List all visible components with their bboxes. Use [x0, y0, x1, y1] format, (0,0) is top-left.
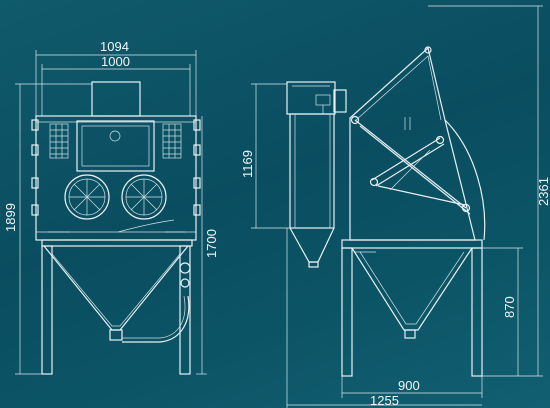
- front-leg-right: [179, 245, 191, 375]
- dim-870: 870: [502, 296, 517, 318]
- viewing-window: [76, 120, 155, 172]
- side-dimensions: [251, 5, 543, 408]
- front-view: [31, 81, 201, 375]
- right-glove-port: [121, 174, 167, 220]
- side-hopper: [351, 247, 473, 331]
- side-cabinet-body: [289, 113, 335, 229]
- dim-2361: 2361: [536, 177, 550, 206]
- dim-900: 900: [398, 378, 420, 393]
- dim-1700: 1700: [204, 229, 219, 258]
- support-arm-lower: [377, 185, 466, 206]
- side-cone: [289, 227, 335, 263]
- right-vent-grid: [162, 123, 182, 159]
- side-stand-top: [341, 239, 483, 249]
- dim-1899: 1899: [3, 203, 18, 232]
- hopper-outlet: [109, 329, 123, 341]
- top-dust-box: [91, 81, 141, 117]
- stand-top-frame: [41, 239, 193, 247]
- side-latches: [31, 119, 201, 216]
- support-arm-mid: [371, 137, 441, 181]
- hood-curve: [444, 119, 486, 241]
- side-top-box: [286, 81, 336, 115]
- dim-1094: 1094: [100, 39, 129, 54]
- front-dimensions: [15, 50, 207, 375]
- air-hose: [122, 295, 190, 343]
- side-leg-right: [471, 247, 483, 377]
- dim-1169: 1169: [240, 150, 255, 178]
- left-glove-port: [64, 174, 110, 220]
- left-vent-grid: [49, 123, 69, 159]
- dim-1255: 1255: [370, 393, 399, 408]
- front-leg-left: [41, 245, 53, 375]
- cabinet-body: [35, 115, 197, 241]
- open-hood-frame: [349, 46, 476, 241]
- hopper-cone: [43, 245, 189, 331]
- side-leg-left: [341, 247, 353, 377]
- side-view: [286, 46, 486, 377]
- pressure-gauge: [179, 262, 191, 274]
- dim-1000: 1000: [101, 54, 130, 69]
